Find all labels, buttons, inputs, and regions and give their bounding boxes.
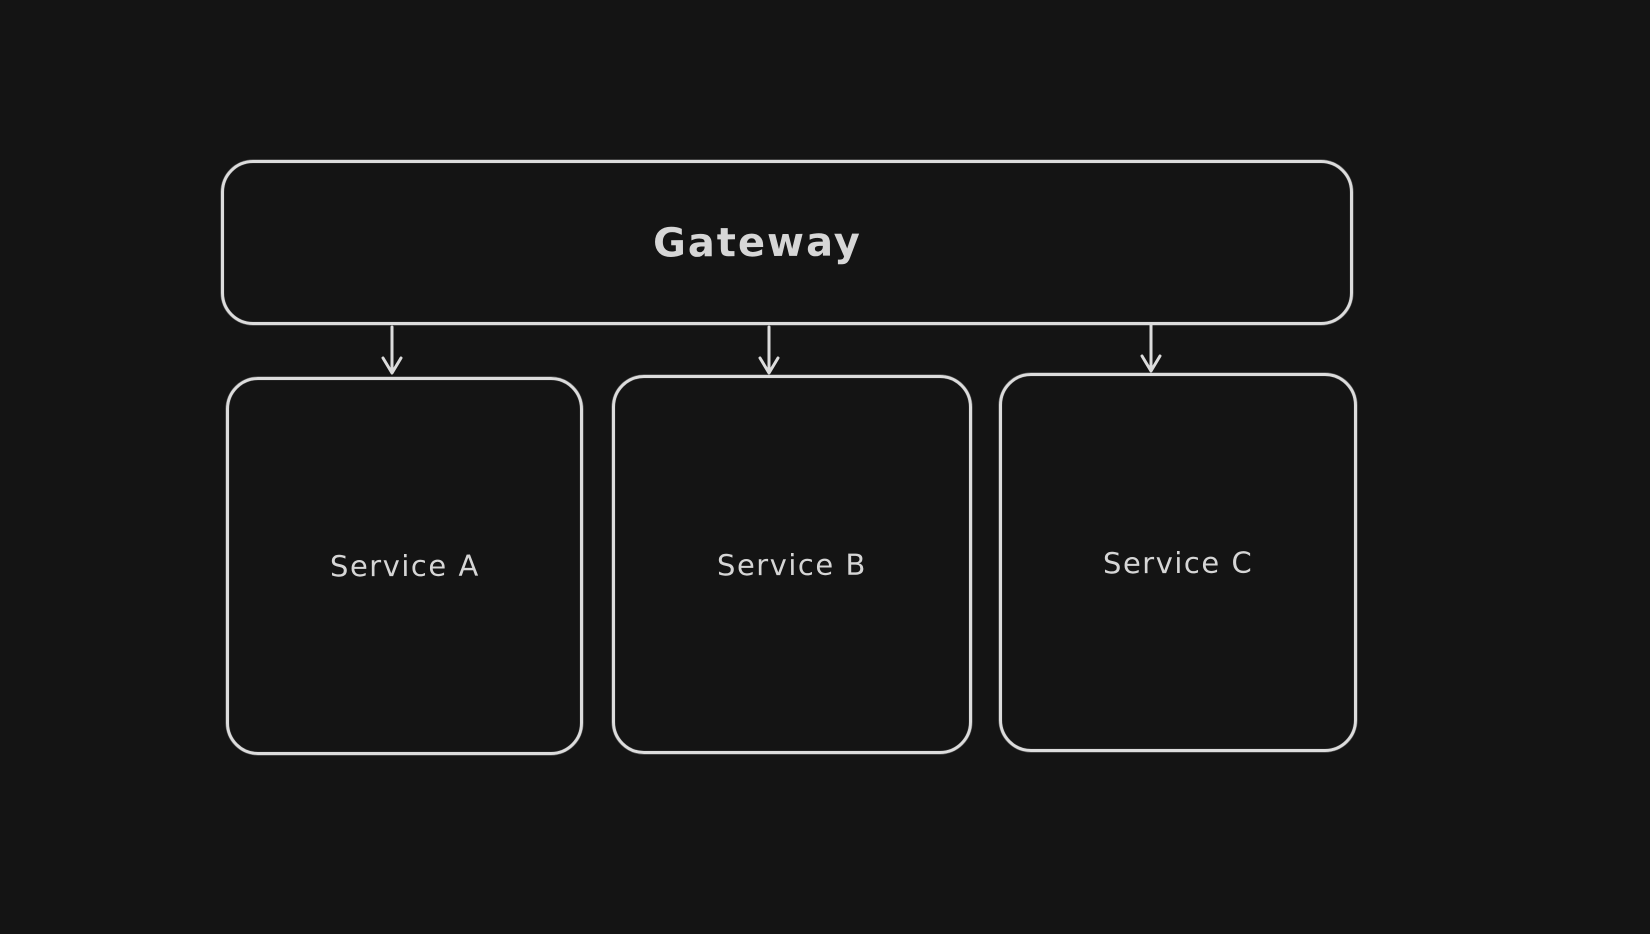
node-service-a-label: Service A: [329, 548, 480, 584]
node-gateway-label: Gateway: [652, 218, 862, 267]
arrow-gateway-to-service-a-icon: [381, 325, 403, 375]
node-service-c-label: Service C: [1102, 545, 1254, 580]
arrow-gateway-to-service-c-icon: [1140, 323, 1162, 373]
node-service-b-label: Service B: [717, 547, 867, 582]
node-gateway: Gateway: [221, 160, 1353, 325]
node-service-c: Service C: [999, 373, 1357, 752]
arrow-gateway-to-service-b-icon: [758, 325, 780, 375]
node-service-a: Service A: [226, 377, 583, 755]
node-service-b: Service B: [612, 375, 972, 754]
